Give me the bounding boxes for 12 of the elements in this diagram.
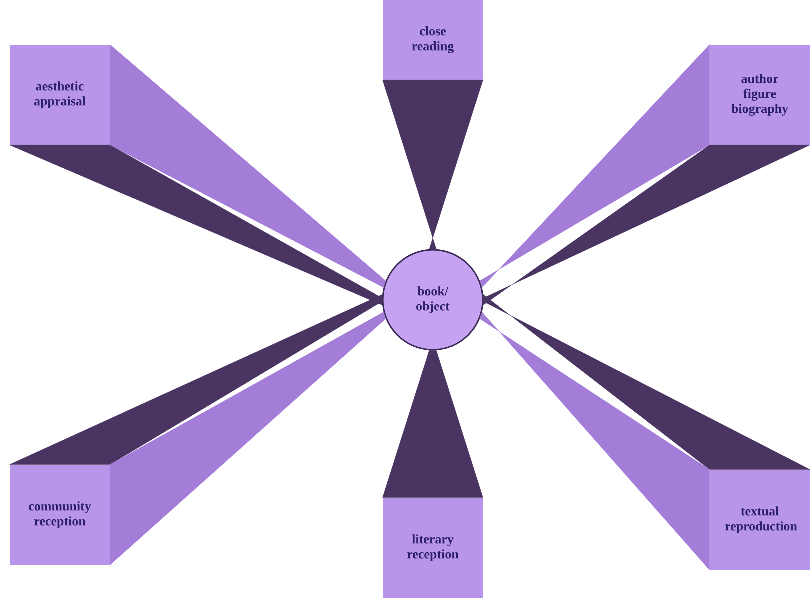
topic-box: textual reproduction <box>710 470 810 570</box>
beam <box>10 44 386 306</box>
topic-box: author figure biography <box>710 45 810 145</box>
beam <box>382 350 484 498</box>
topic-box: community reception <box>10 465 110 565</box>
topic-box: literary reception <box>383 498 483 598</box>
topic-box: close reading <box>383 0 483 80</box>
beam <box>480 294 810 570</box>
beam <box>480 44 810 306</box>
beam <box>10 294 386 566</box>
beam <box>382 80 484 250</box>
topic-box: aesthetic appraisal <box>10 45 110 145</box>
